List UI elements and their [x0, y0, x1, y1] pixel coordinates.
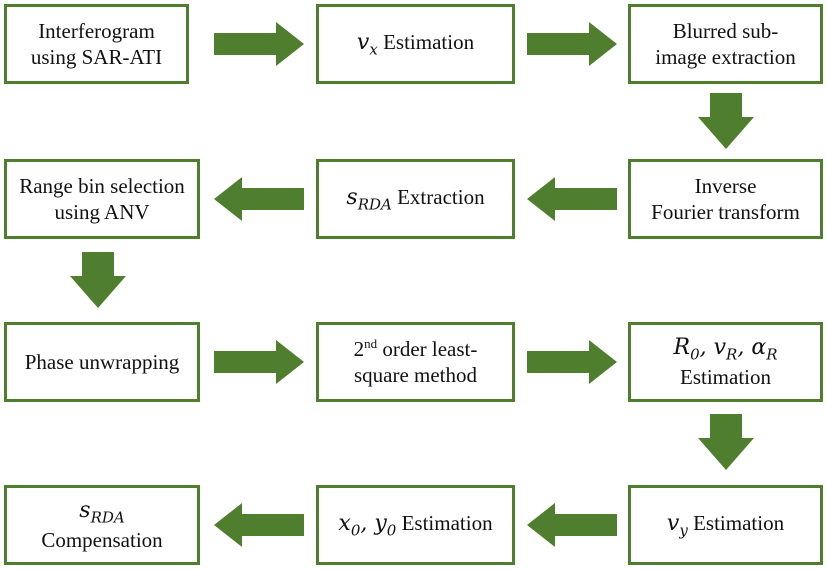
srda-extraction-box: sRDA Extraction [316, 159, 515, 239]
x-subscript: 0 [350, 521, 361, 540]
x0y0-estimation-box: x0, y0 Estimation [316, 485, 515, 565]
vy-estimation-label-line: vy Estimation [667, 510, 784, 540]
vy-var: v [666, 510, 680, 536]
phase-unwrapping-box: Phase unwrapping [4, 322, 200, 402]
vx-symbol: vx [356, 29, 378, 59]
interferogram-box: Interferogram using SAR-ATI [4, 4, 189, 84]
r0-formula: R0, vR, αR [673, 334, 778, 364]
vx-estimation-text: Estimation [383, 29, 475, 54]
blurred-line1: Blurred sub- [672, 18, 779, 43]
r-var: R [673, 334, 691, 360]
x0y0-estimation-text: Estimation [401, 510, 493, 535]
a-subscript: R [766, 345, 778, 364]
r-subscript: 0 [690, 345, 700, 364]
phase-unwrapping-text: Phase unwrapping [24, 349, 180, 374]
arrow-right-icon [214, 22, 304, 66]
vy-estimation-box: vy Estimation [628, 485, 823, 565]
srda-comp-subscript: RDA [90, 508, 125, 527]
arrow-down-icon [698, 414, 754, 470]
srda-compensation-box: sRDA Compensation [4, 485, 200, 565]
arrow-left-icon [527, 503, 617, 547]
arrow-down-icon [698, 93, 754, 149]
srda-subscript: RDA [357, 195, 392, 214]
blurred-line2: image extraction [655, 45, 796, 69]
vy-subscript: y [679, 521, 688, 540]
srda-compensation-text: Compensation [41, 527, 163, 552]
arrow-left-icon [214, 503, 304, 547]
v-subscript: R [726, 345, 738, 364]
srda-var: s [346, 184, 358, 210]
vx-var: v [356, 29, 370, 55]
vx-estimation-box: vx Estimation [316, 4, 515, 84]
y-subscript: 0 [386, 521, 397, 540]
x0y0-label-line: x0, y0 Estimation [338, 510, 492, 540]
least-square-line1: 2nd order least- [354, 336, 478, 362]
order-suffix: nd [364, 335, 378, 351]
srda-comp-var: s [79, 497, 91, 523]
arrow-left-icon [527, 177, 617, 221]
r0-estimation-box: R0, vR, αR Estimation [628, 322, 823, 402]
order-number: 2 [353, 336, 365, 361]
vx-subscript: x [369, 40, 378, 59]
least-square-line2: square method [353, 363, 478, 387]
arrow-right-icon [527, 22, 617, 66]
r0-estimation-text: Estimation [680, 364, 771, 389]
arrow-right-icon [527, 340, 617, 384]
x0y0-formula: x0, y0 [338, 510, 397, 540]
least-square-box: 2nd order least- square method [316, 322, 515, 402]
range-bin-line1: Range bin selection [19, 173, 185, 198]
vx-estimation-label-line: vx Estimation [357, 29, 474, 59]
srda-extraction-label-line: sRDA Extraction [346, 184, 484, 214]
srda-symbol: sRDA [346, 184, 392, 214]
inverse-line1: Inverse [694, 173, 757, 198]
vy-estimation-text: Estimation [693, 510, 785, 535]
range-bin-line2: using ANV [54, 200, 150, 224]
least-square-line1-rest: order least- [382, 336, 478, 361]
arrow-right-icon [214, 340, 304, 384]
srda-comp-symbol: sRDA [79, 497, 124, 527]
vy-symbol: vy [666, 510, 688, 540]
range-bin-box: Range bin selection using ANV [4, 159, 200, 239]
x-var: x [338, 510, 351, 536]
blurred-extraction-box: Blurred sub- image extraction [628, 4, 823, 84]
interferogram-line1: Interferogram [38, 18, 155, 43]
arrow-down-icon [70, 252, 126, 308]
interferogram-line2: using SAR-ATI [30, 45, 163, 69]
arrow-left-icon [214, 177, 304, 221]
y-var: y [374, 510, 387, 536]
v-var: v [713, 334, 727, 360]
a-var: α [751, 334, 767, 360]
inverse-fourier-box: Inverse Fourier transform [628, 159, 823, 239]
inverse-line2: Fourier transform [651, 200, 800, 224]
srda-extraction-text: Extraction [397, 184, 485, 209]
